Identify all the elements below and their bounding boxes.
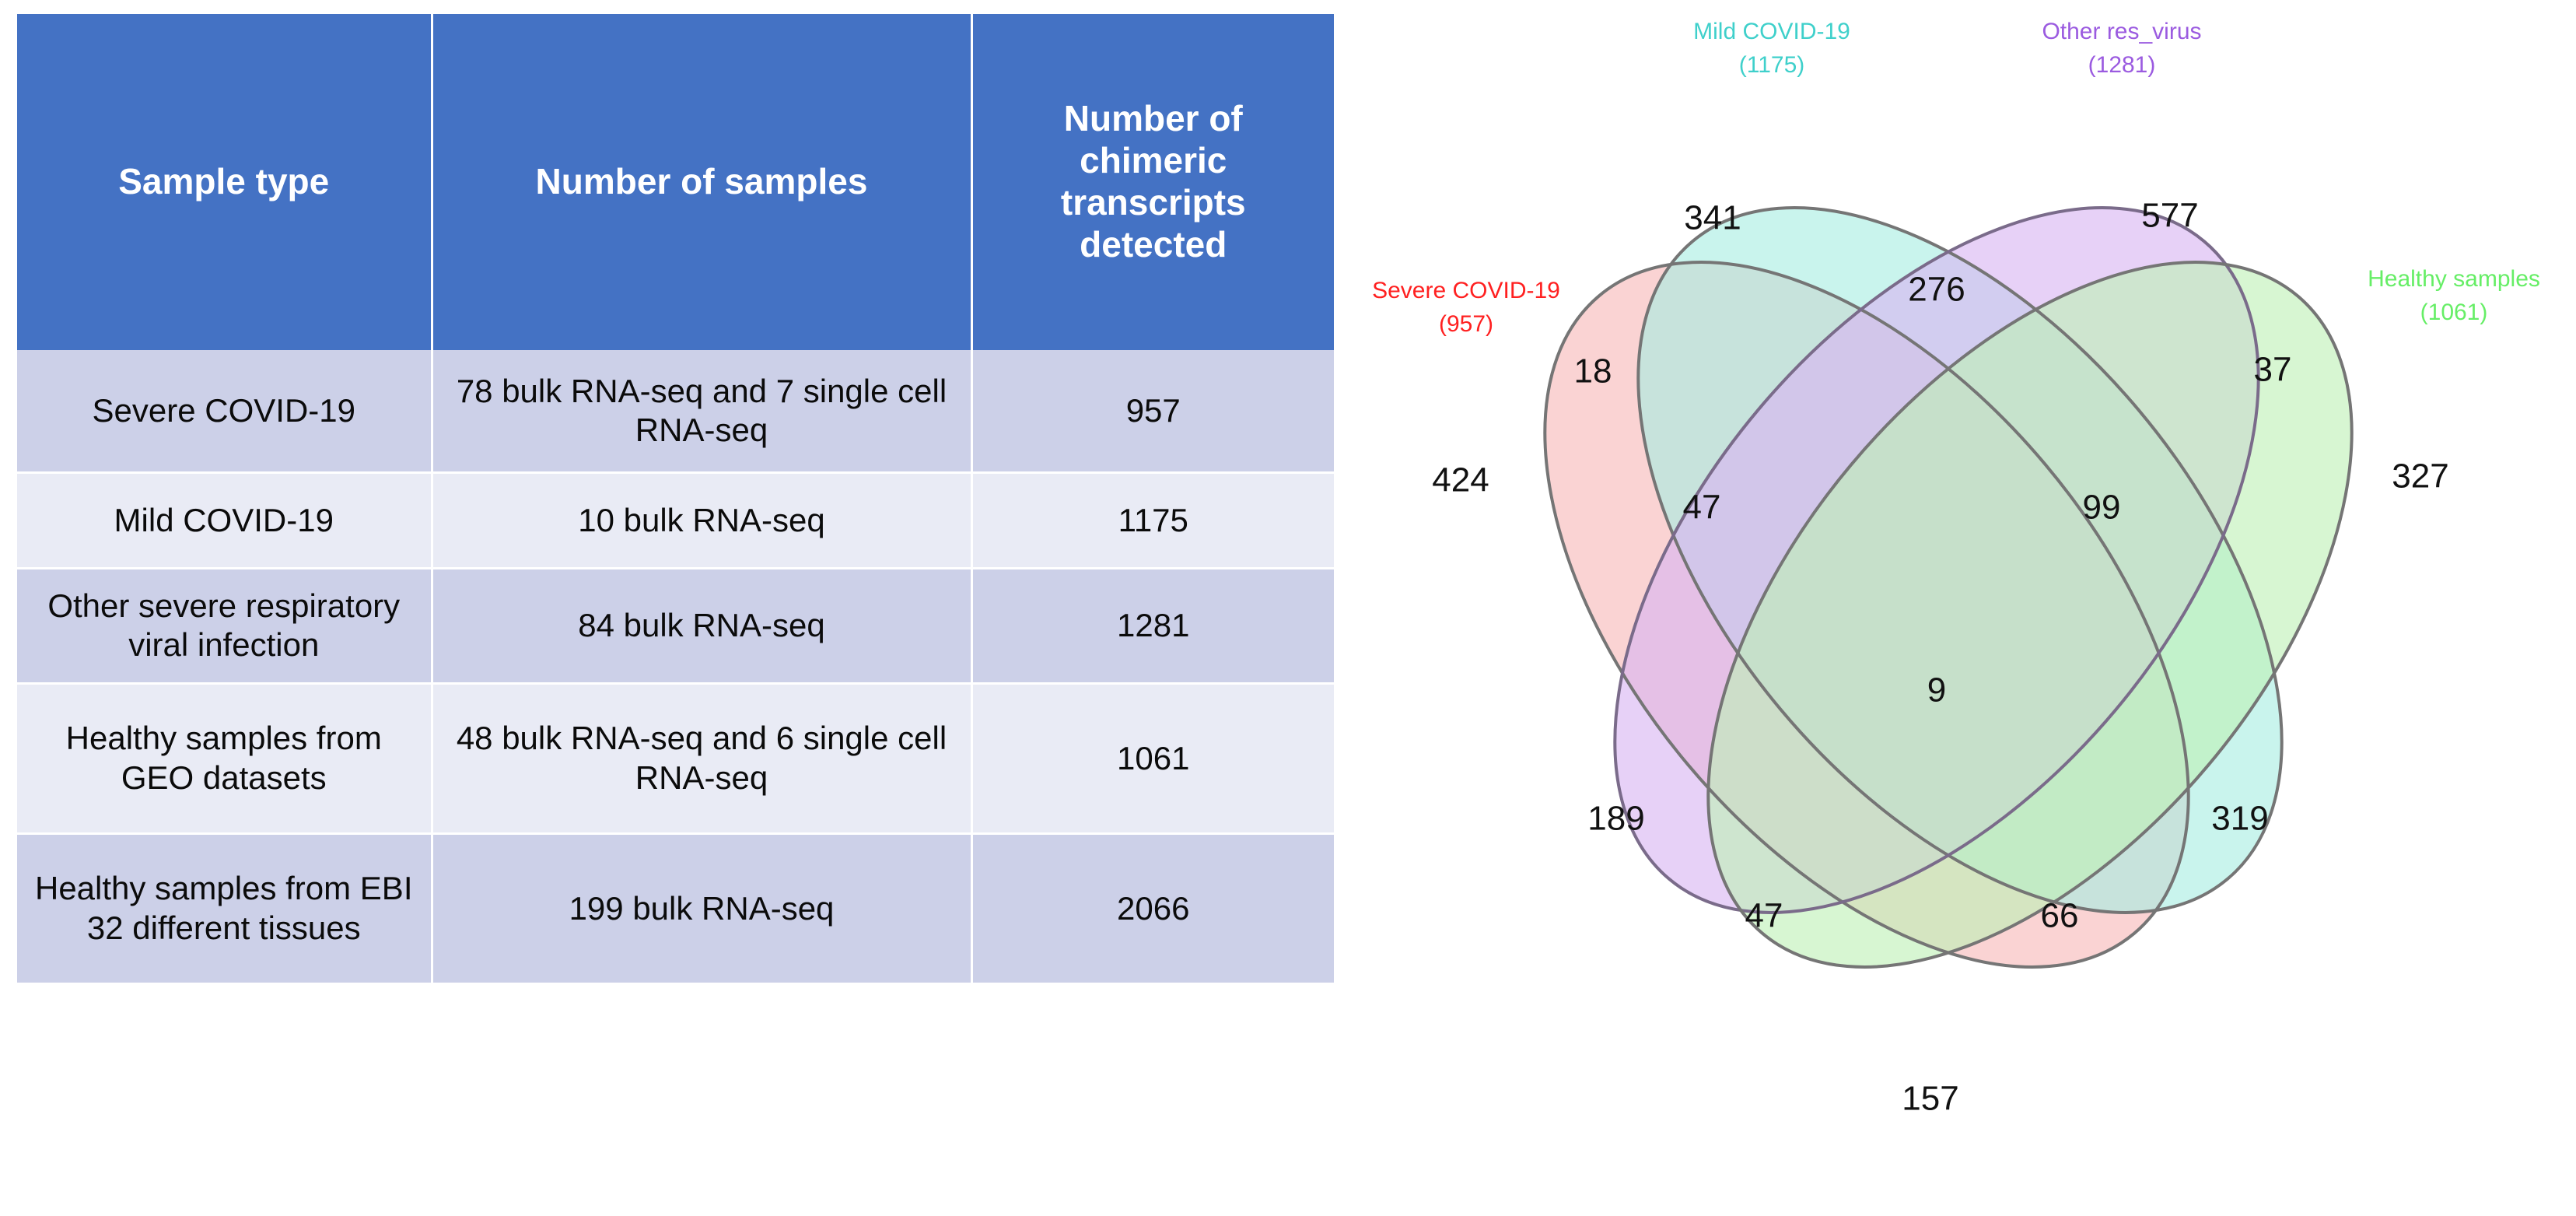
header-line-1: Number of [1063,98,1243,139]
venn-count-healthy-only: 327 [2392,457,2448,496]
venn-count-other-only: 577 [2141,197,2198,235]
venn-outline-mild [1636,206,2284,914]
venn-label-healthy-samples: Healthy samples [2368,266,2540,292]
cell-chimeric-transcripts: 1061 [971,683,1334,835]
venn-label-severe-covid-19: Severe COVID-19 [1372,278,1560,303]
venn-count-severe-mild-other: 189 [1587,800,1644,838]
cell-sample-type: Severe COVID-19 [17,350,433,474]
venn-count-severe-only: 424 [1432,461,1489,499]
header-line-4: detected [1080,223,1227,265]
venn-count-severe-other-healthy: 66 [2041,897,2079,935]
cell-chimeric-transcripts: 2066 [971,833,1334,985]
column-header-sample-type: Sample type [17,14,433,350]
table-row: Mild COVID-19 10 bulk RNA-seq 1175 [17,472,1334,569]
venn-svg: Severe COVID-19 (957) Mild COVID-19 (117… [1372,19,2540,1118]
table-row: Other severe respiratory viral infection… [17,568,1334,685]
cell-sample-type: Other severe respiratory viral infection [17,568,433,685]
venn-count-mild-only: 341 [1684,199,1741,237]
venn-count-severe-mild-healthy: 47 [1745,897,1783,935]
venn-ellipse-outlines [1543,206,2354,969]
venn-outline-other [1613,206,2260,914]
header-line-3: transcripts [1060,182,1246,223]
venn-label-other-res-virus-count: (1281) [2088,52,2156,78]
venn-outline-severe [1543,261,2190,969]
venn-set-labels: Severe COVID-19 (957) Mild COVID-19 (117… [1372,19,2540,337]
cell-sample-type: Healthy samples from EBI 32 different ti… [17,833,433,985]
venn-label-severe-covid-19-count: (957) [1439,311,1493,337]
cell-sample-type: Healthy samples from GEO datasets [17,683,433,835]
venn-label-other-res-virus: Other res_virus [2042,19,2201,44]
venn-label-mild-covid-19: Mild COVID-19 [1693,19,1850,44]
venn-count-mild-other-healthy: 319 [2211,800,2268,838]
cell-chimeric-transcripts: 1175 [971,472,1334,569]
venn-label-healthy-samples-count: (1061) [2420,300,2488,325]
cell-number-of-samples: 84 bulk RNA-seq [432,568,973,685]
header-line-2: chimeric [1080,140,1227,181]
venn-count-mild-healthy: 99 [2083,489,2121,527]
cell-chimeric-transcripts: 1281 [971,568,1334,685]
table-row: Healthy samples from GEO datasets 48 bul… [17,683,1334,835]
table-row: Healthy samples from EBI 32 different ti… [17,833,1334,985]
venn-ellipse-fills [1545,208,2352,967]
venn-count-severe-healthy: 157 [1902,1080,1958,1118]
venn-ellipse-healthy-samples [1708,262,2352,967]
venn-diagram: Severe COVID-19 (957) Mild COVID-19 (117… [1322,0,2576,1216]
table-header-row: Sample type Number of samples Number of … [17,14,1334,350]
venn-count-severe-other: 47 [1683,489,1721,527]
venn-label-mild-covid-19-count: (1175) [1739,52,1805,78]
column-header-chimeric-transcripts: Number of chimeric transcripts detected [971,14,1334,350]
column-header-number-of-samples: Number of samples [432,14,973,350]
cell-chimeric-transcripts: 957 [971,350,1334,474]
cell-number-of-samples: 10 bulk RNA-seq [432,472,973,569]
venn-count-severe-mild: 18 [1574,352,1612,391]
venn-outline-healthy [1706,261,2354,969]
cell-number-of-samples: 78 bulk RNA-seq and 7 single cell RNA-se… [432,350,973,474]
cell-number-of-samples: 48 bulk RNA-seq and 6 single cell RNA-se… [432,683,973,835]
venn-count-mild-other: 276 [1908,271,1965,309]
cell-number-of-samples: 199 bulk RNA-seq [432,833,973,985]
chimeric-transcripts-summary-table: Sample type Number of samples Number of … [17,14,1334,985]
venn-count-all-four: 9 [1927,671,1946,710]
venn-region-counts: 424 341 577 327 18 276 37 47 99 9 189 31… [1432,197,2448,1118]
table-row: Severe COVID-19 78 bulk RNA-seq and 7 si… [17,350,1334,474]
venn-count-other-healthy: 37 [2254,351,2292,389]
cell-sample-type: Mild COVID-19 [17,472,433,569]
